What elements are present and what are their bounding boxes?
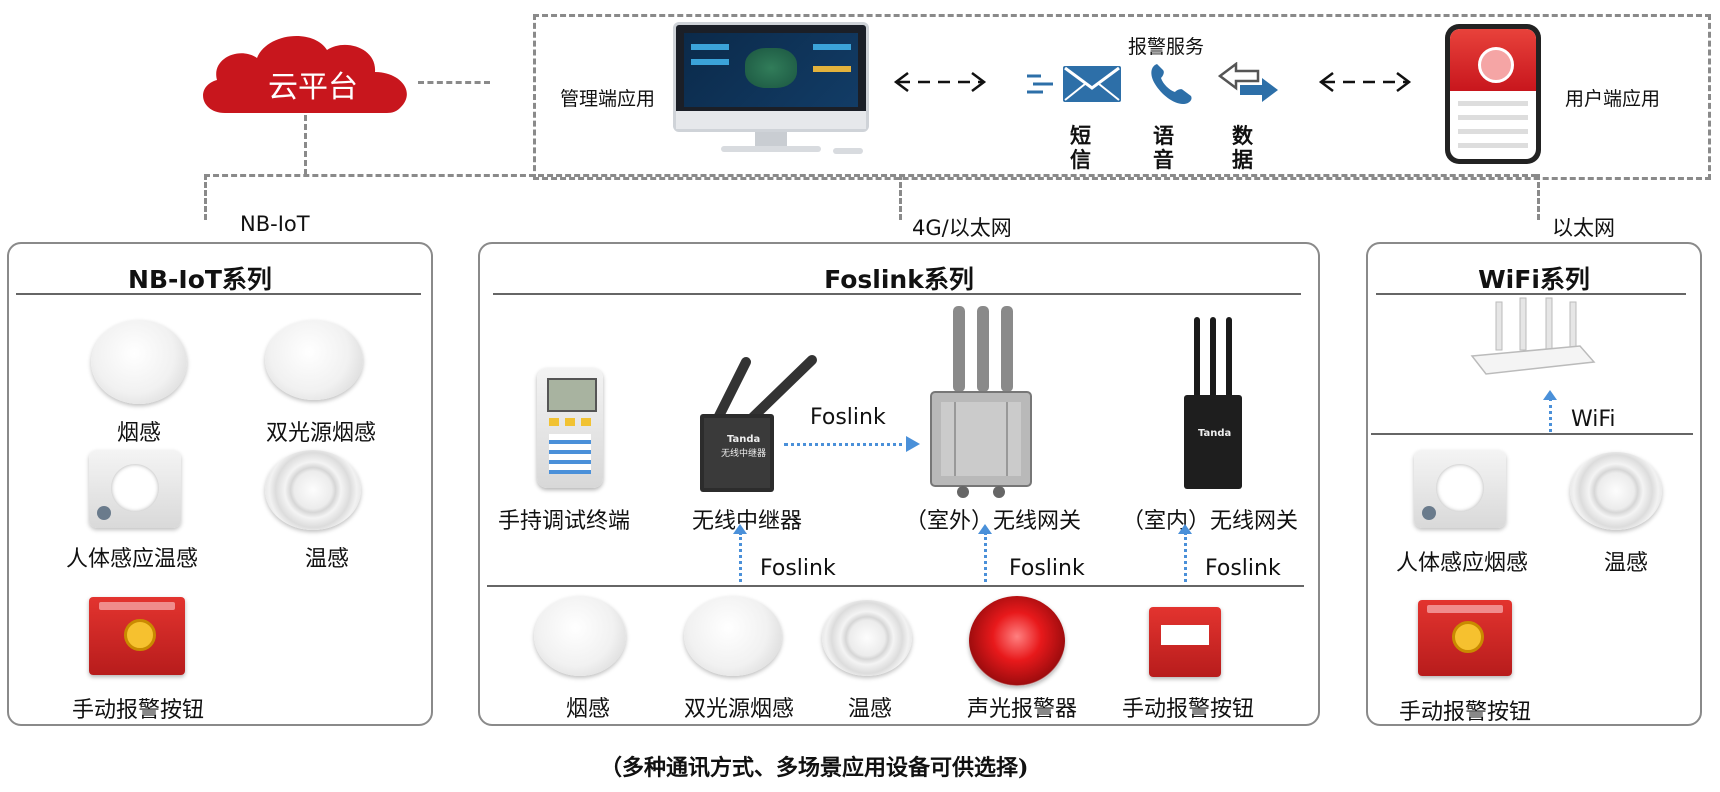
cloud-icon [203, 36, 407, 113]
ethernet-drop [1537, 174, 1540, 220]
nbiot-item-label: 烟感 [117, 421, 162, 446]
foslink-title-rule [493, 293, 1301, 295]
ethernet-link-label: 以太网 [1552, 216, 1615, 240]
wifi-up-arrow [1543, 390, 1557, 432]
smoke-detector-image [91, 320, 187, 404]
foslink-arrowhead [906, 436, 920, 452]
nbiot-title-rule [16, 293, 421, 295]
nbiot-link-label: NB-IoT [240, 212, 310, 236]
manual-call-point-image [89, 597, 185, 675]
cloud-label: 云平台 [268, 70, 358, 105]
foslink-divider [487, 585, 1304, 587]
repeater-sublabel: 无线中继器 [721, 449, 767, 459]
foslink-link-arrow [784, 443, 910, 446]
voice-label: 语 音 [1153, 124, 1174, 172]
phone-icon [1151, 64, 1192, 104]
foslink-item-label: 手动报警按钮 [1122, 697, 1255, 722]
monitor-icon [673, 22, 869, 158]
fourg-drop [899, 174, 902, 220]
foslink-item-label: 双光源烟感 [684, 697, 795, 722]
indoor-gateway-brand: Tanda [1198, 428, 1232, 439]
pir-heat-detector-image [89, 450, 181, 528]
alarm-service-label: 报警服务 [1128, 36, 1205, 58]
indoor-gateway-image [1184, 317, 1242, 489]
heat-detector-image [1570, 452, 1662, 530]
foslink-up-arrow [1178, 524, 1192, 582]
envelope-icon [1027, 66, 1121, 102]
strobe-siren-image [969, 596, 1065, 686]
wireless-repeater-image [700, 355, 817, 492]
wifi-title-rule [1376, 293, 1686, 295]
foslink-up-arrow [733, 524, 747, 582]
nbiot-panel-title: NB-IoT系列 [128, 265, 272, 294]
nbiot-item-label: 温感 [305, 547, 350, 572]
admin-app-label: 管理端应用 [560, 88, 656, 110]
foslink-item-label: 声光报警器 [967, 697, 1078, 722]
manual-call-point-image [1418, 600, 1512, 676]
top-services-box [533, 14, 1711, 180]
user-app-label: 用户端应用 [1565, 88, 1661, 110]
foslink-link-label: Foslink [810, 405, 886, 430]
cloud-to-top-connector [418, 81, 490, 84]
data-label: 数 据 [1232, 124, 1253, 172]
wifi-item-label: 温感 [1604, 551, 1649, 576]
manual-call-point-image [1149, 607, 1221, 677]
wifi-router-image [1470, 297, 1596, 375]
pir-smoke-detector-image [1414, 450, 1506, 528]
heat-detector-image [265, 450, 361, 530]
foslink-up-arrow [978, 524, 992, 582]
smoke-detector-image [534, 596, 626, 676]
nbiot-drop [204, 174, 207, 220]
double-arrow-right [1318, 72, 1412, 92]
diagram-caption: （多种通讯方式、多场景应用设备可供选择) [600, 755, 1029, 781]
fourg-link-label: 4G/以太网 [912, 216, 1012, 240]
wifi-item-label: 人体感应烟感 [1396, 551, 1529, 576]
nbiot-item-label: 双光源烟感 [266, 421, 377, 446]
gateway-label: （室内）无线网关 [1122, 509, 1299, 534]
data-exchange-icon [1218, 62, 1278, 102]
foslink-up-label: Foslink [1205, 556, 1281, 581]
foslink-up-label: Foslink [1009, 556, 1085, 581]
dual-smoke-detector-image [684, 596, 782, 676]
foslink-up-label: Foslink [760, 556, 836, 581]
handheld-terminal-image [537, 368, 603, 488]
wifi-item-label: 手动报警按钮 [1399, 700, 1532, 725]
nbiot-item-label: 手动报警按钮 [72, 698, 205, 723]
heat-detector-image [822, 600, 912, 676]
wifi-panel-title: WiFi系列 [1478, 265, 1590, 294]
repeater-brand: Tanda [727, 434, 761, 445]
dual-smoke-detector-image [265, 320, 363, 400]
horizontal-bus [204, 174, 1537, 177]
gateway-label: （室外）无线网关 [905, 509, 1082, 534]
gateway-label: 无线中继器 [692, 509, 803, 534]
foslink-item-label: 烟感 [566, 697, 611, 722]
foslink-panel-title: Foslink系列 [824, 265, 974, 294]
sms-label: 短 信 [1070, 124, 1091, 172]
double-arrow-left [893, 72, 987, 92]
smartphone-icon [1445, 24, 1541, 164]
gateway-label: 手持调试终端 [498, 509, 631, 534]
foslink-item-label: 温感 [848, 697, 893, 722]
nbiot-panel [7, 242, 433, 726]
cloud-down-connector [304, 115, 307, 175]
nbiot-item-label: 人体感应温感 [66, 547, 199, 572]
outdoor-gateway-image [930, 306, 1032, 498]
wifi-link-label: WiFi [1571, 407, 1616, 432]
wifi-divider [1371, 433, 1693, 435]
